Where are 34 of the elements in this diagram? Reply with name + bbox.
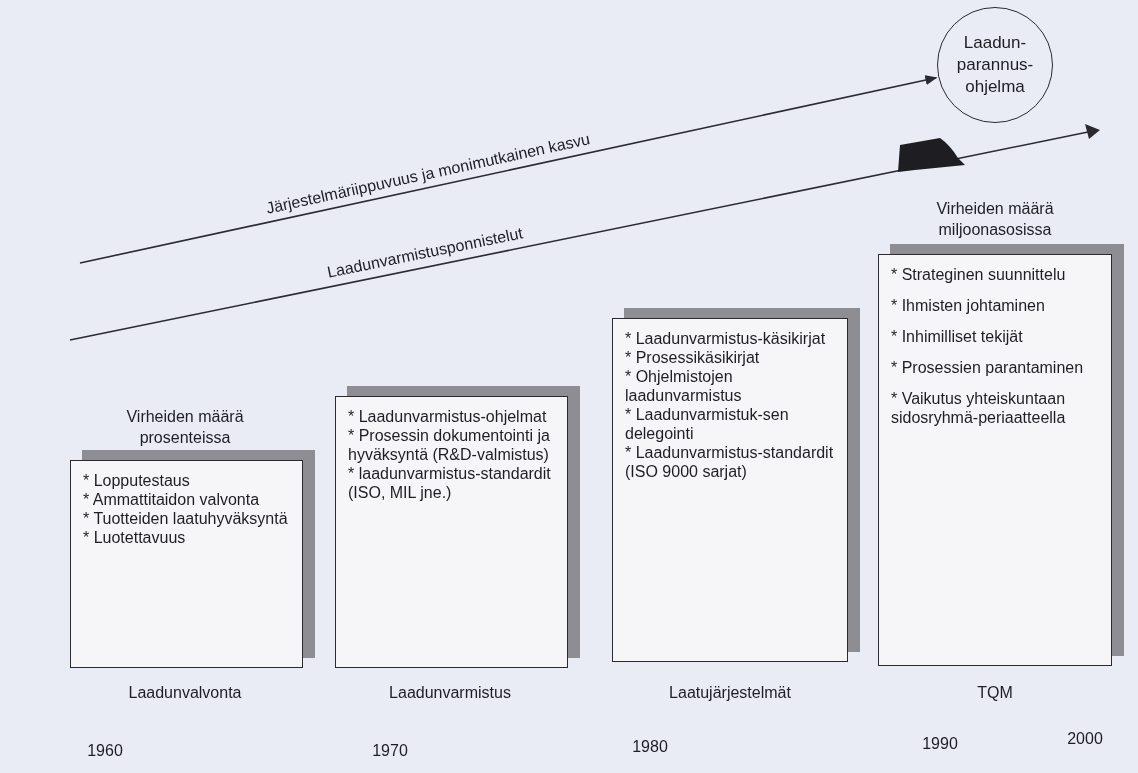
list-item: * Ihmisten johtaminen (891, 296, 1046, 315)
box-heading: Virheiden määrä prosenteissa (125, 407, 245, 448)
list-item: * Tuotteiden laatuhyväksyntä (83, 509, 289, 528)
list-item: * Luotettavuus (83, 528, 187, 547)
list-item: * Laadunvarmistus-standardit (ISO 9000 sarjat) (625, 443, 835, 481)
list-item: * Ammattitaidon valvonta (83, 490, 261, 509)
box-caption: Laadunvalvonta (127, 683, 243, 703)
list-item: * laadunvarmistus-standardit (ISO, MIL jne.) (348, 464, 552, 502)
arrow (79, 75, 938, 264)
box-heading: Virheiden määrä miljoonasosissa (935, 199, 1055, 240)
list-box (612, 318, 848, 662)
list-item: * Prosessikäsikirjat (625, 348, 761, 367)
year-label: 1980 (632, 738, 668, 756)
box-caption: Laatujärjestelmät (668, 683, 792, 703)
list-item: * Prosessin dokumentointi ja hyväksyntä (R&D-valmistus) (348, 426, 551, 464)
list-box (335, 396, 568, 668)
circle-text: Laadun-parannus-ohjelma (955, 32, 1035, 98)
list-item: * Prosessien parantaminen (891, 358, 1085, 377)
year-label: 1990 (922, 735, 958, 753)
box-caption: TQM (976, 683, 1014, 703)
list-box (70, 460, 303, 668)
list-item: * Laadunvarmistuk-sen delegointi (625, 405, 790, 443)
year-label: 2000 (1067, 730, 1103, 748)
box-caption: Laadunvarmistus (388, 683, 512, 703)
list-item: * Strateginen suunnittelu (891, 265, 1067, 284)
list-item: * Laadunvarmistus-ohjelmat (348, 407, 548, 426)
year-label: 1960 (87, 742, 123, 760)
list-item: * Laadunvarmistus-käsikirjat (625, 329, 827, 348)
list-item: * Inhimilliset tekijät (891, 327, 1024, 346)
year-label: 1970 (372, 742, 408, 760)
list-item: * Ohjelmistojen laadunvarmistus (625, 367, 743, 405)
list-item: * Lopputestaus (83, 471, 191, 490)
list-box (878, 254, 1112, 666)
list-item: * Vaikutus yhteiskuntaan sidosryhmä-periaatteella (891, 389, 1067, 427)
